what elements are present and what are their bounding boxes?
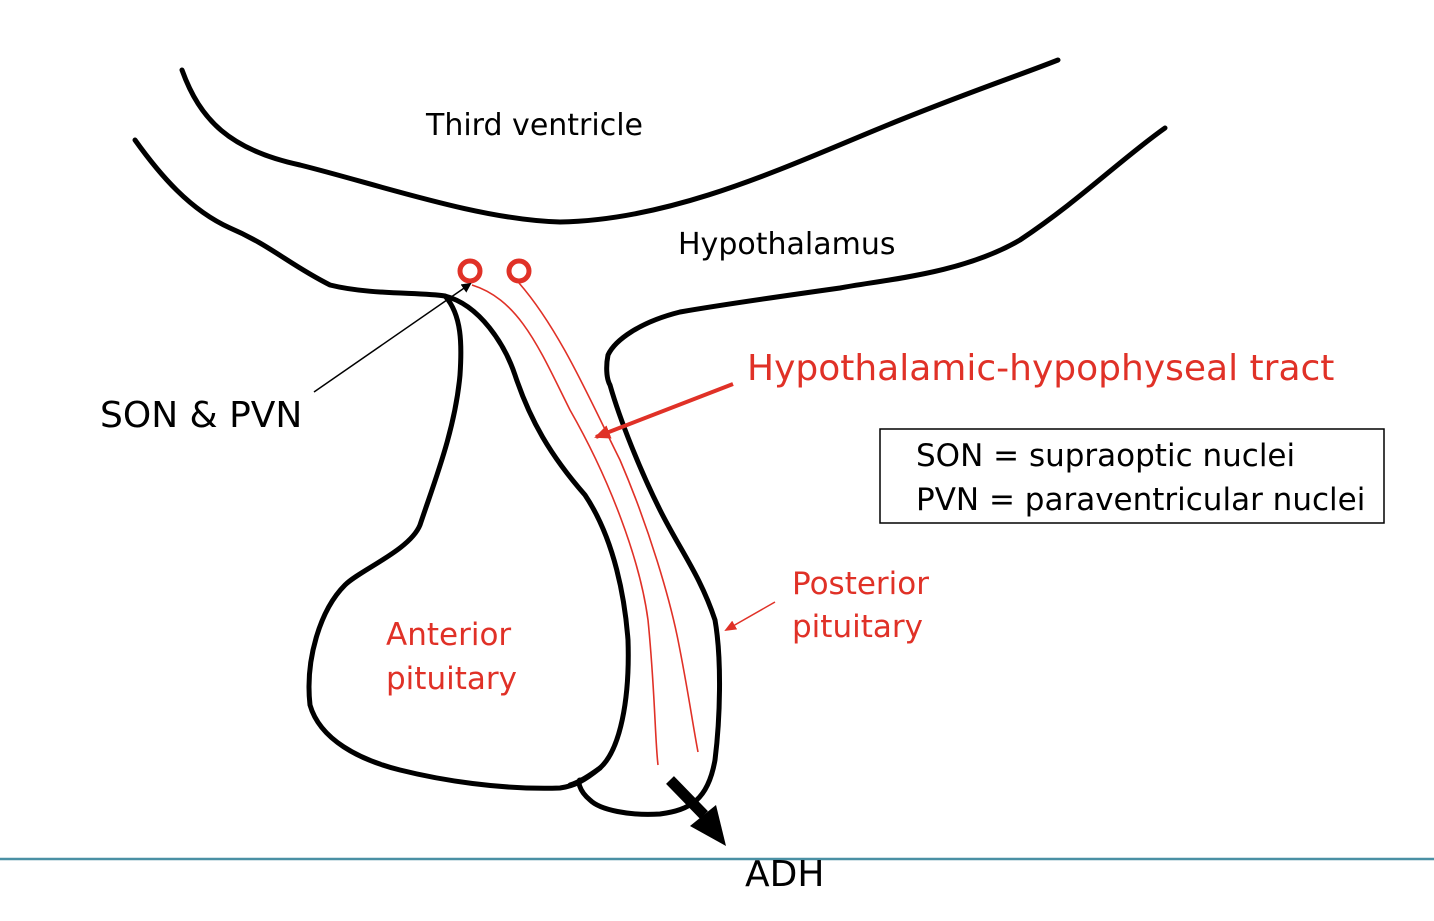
tract-fiber-2 <box>518 282 699 753</box>
hypothalamus-label: Hypothalamus <box>678 227 895 262</box>
legend-line-pvn: PVN = paraventricular nuclei <box>916 482 1365 518</box>
adh-label: ADH <box>745 854 824 895</box>
posterior-pituitary-outline <box>576 125 1168 817</box>
legend-line-son: SON = supraoptic nuclei <box>916 438 1295 474</box>
third-ventricle-outline <box>179 57 1061 225</box>
tract-pointer-arrow <box>594 382 734 439</box>
anterior-pituitary-outline <box>306 293 603 791</box>
hypothalamus-outline <box>132 137 631 788</box>
posterior-pituitary-label-line2: pituitary <box>792 609 923 645</box>
posterior-pointer-arrow <box>724 601 776 631</box>
posterior-pituitary-label-line1: Posterior <box>792 566 929 602</box>
third-ventricle-label: Third ventricle <box>425 108 643 143</box>
adh-release-arrow <box>666 776 726 846</box>
son-nucleus-circle <box>457 258 483 284</box>
pvn-nucleus-circle <box>506 258 532 284</box>
tract-fiber-1 <box>471 284 659 766</box>
son-pvn-pointer-arrow <box>313 282 472 393</box>
legend-box <box>879 428 1385 524</box>
tract-label: Hypothalamic-hypophyseal tract <box>747 348 1334 389</box>
anterior-pituitary-label-line2: pituitary <box>386 661 517 697</box>
anterior-pituitary-label-line1: Anterior <box>386 617 511 653</box>
son-pvn-label: SON & PVN <box>100 395 302 436</box>
